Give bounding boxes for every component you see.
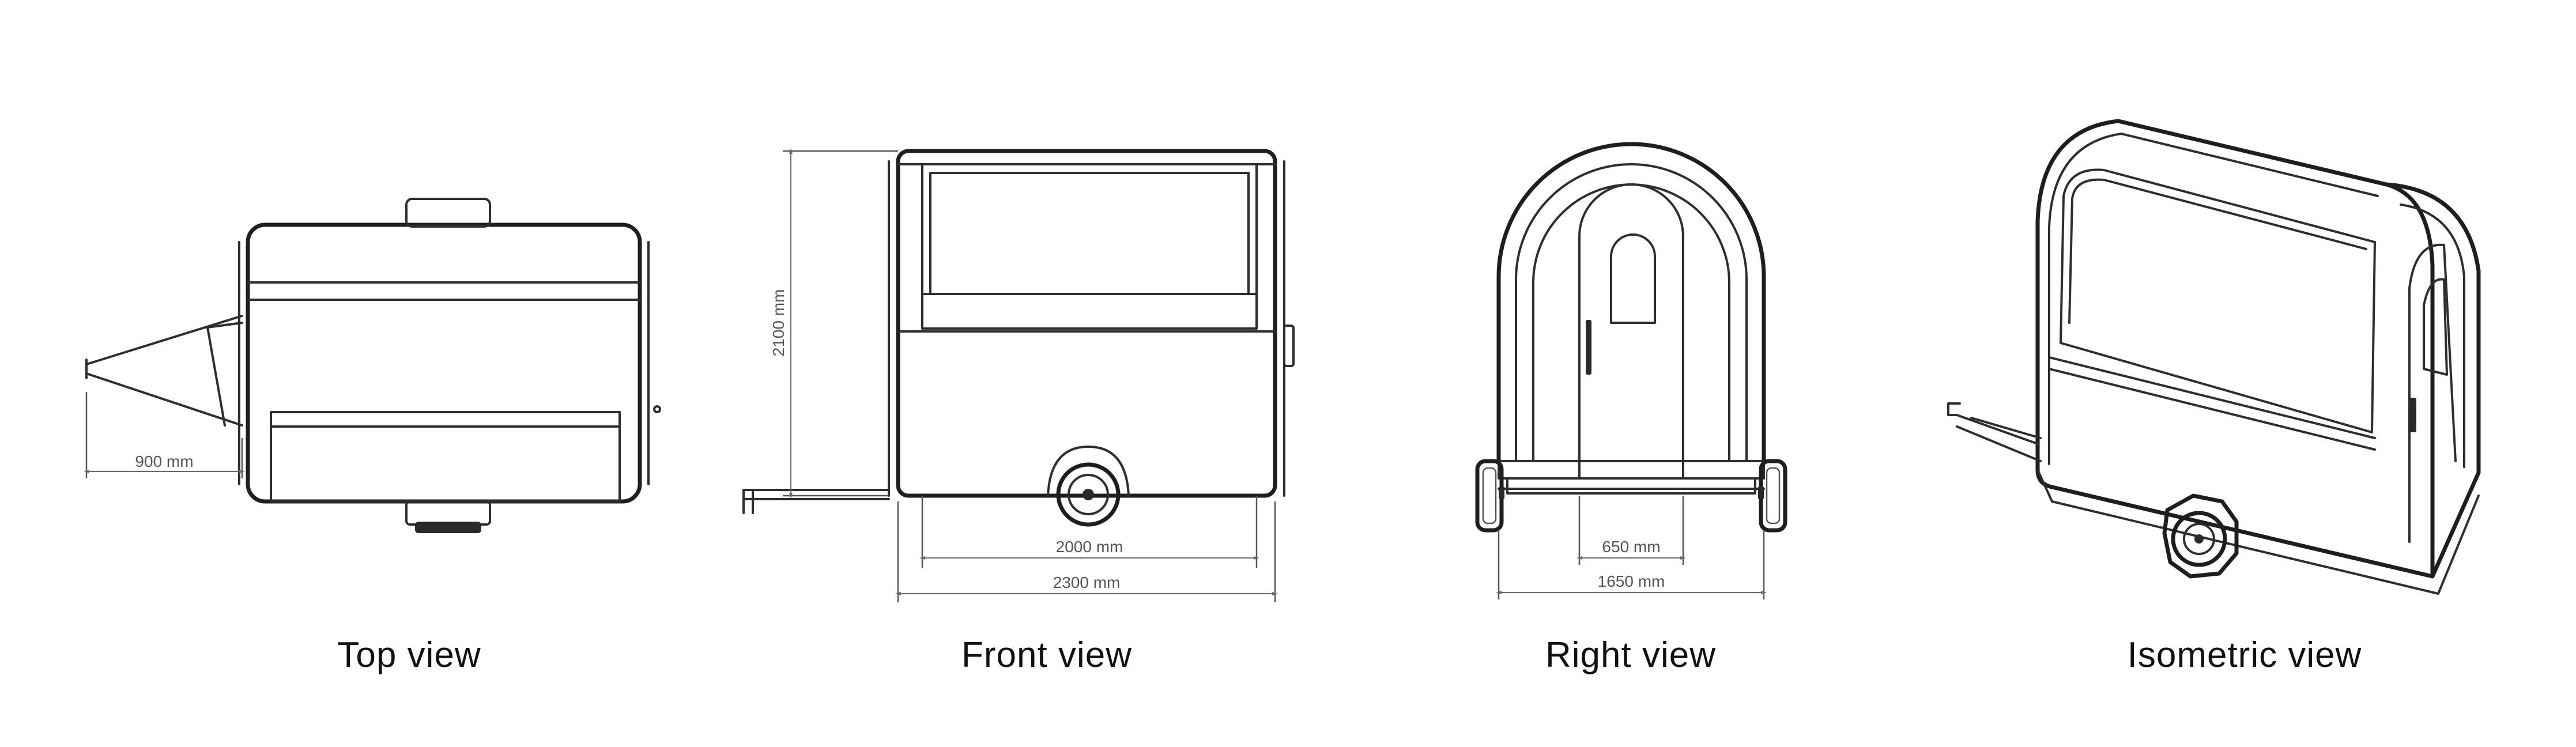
- front-view-drawing: [742, 149, 1295, 527]
- dimension-height: 2100 mm: [770, 148, 898, 499]
- dimension-overall-length: 2300 mm: [895, 501, 1278, 602]
- dimension-wheelbase-span: 2000 mm: [919, 496, 1259, 568]
- dim-overall-length-text: 2300 mm: [1053, 574, 1121, 591]
- caption-front-view: Front view: [961, 635, 1132, 675]
- dim-overall-width-text: 1650 mm: [1598, 572, 1665, 590]
- dim-wheelbase-text: 2000 mm: [1056, 538, 1123, 556]
- dimension-overall-width: 1650 mm: [1496, 530, 1767, 599]
- right-view-drawing: [1475, 142, 1787, 533]
- dim-door-width-text: 650 mm: [1602, 538, 1660, 556]
- isometric-view-drawing: [1947, 119, 2481, 595]
- dim-height-text: 2100 mm: [770, 289, 787, 357]
- dim-tow-length-text: 900 mm: [135, 452, 193, 470]
- caption-isometric-view: Isometric view: [2128, 635, 2362, 675]
- dimension-tow-length: 900 mm: [84, 392, 245, 478]
- top-view-drawing: [85, 198, 661, 533]
- dimension-door-width: 650 mm: [1576, 496, 1686, 565]
- caption-top-view: Top view: [337, 635, 481, 675]
- caption-right-view: Right view: [1545, 635, 1716, 675]
